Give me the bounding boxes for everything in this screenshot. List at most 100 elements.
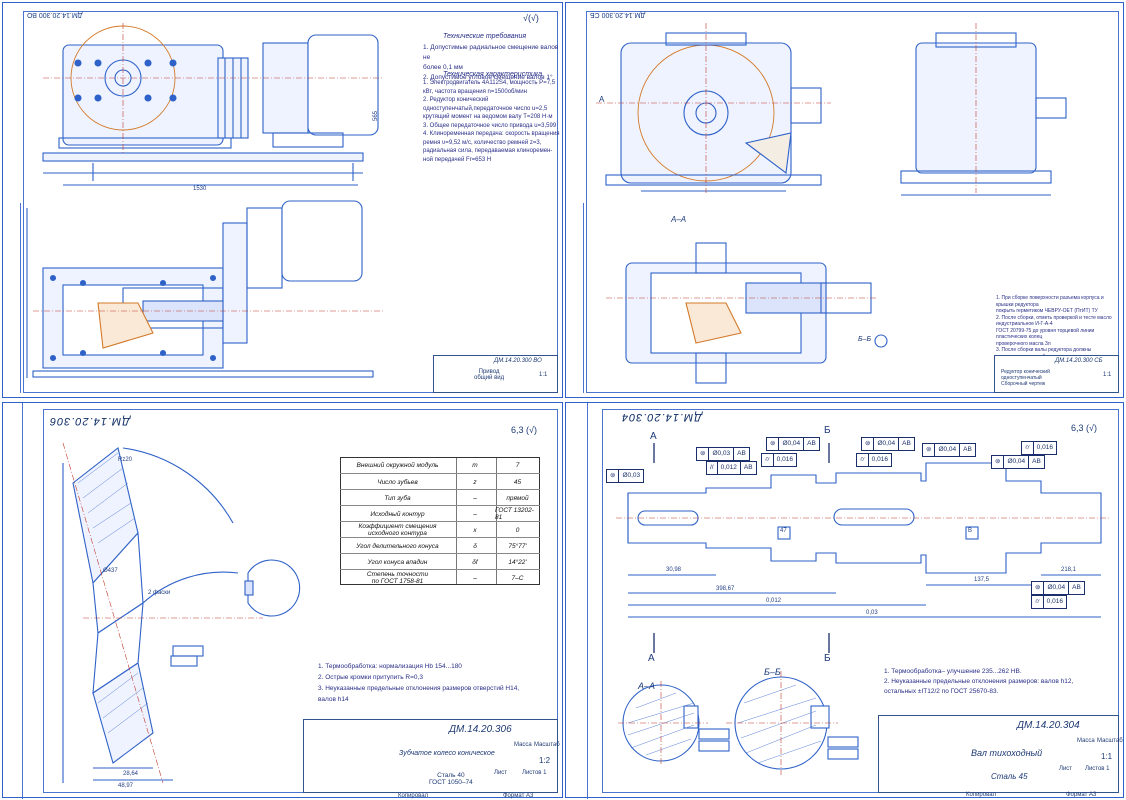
title-block-sheet: Лист xyxy=(494,770,508,776)
tolerance-cell: ⊚ xyxy=(995,458,1001,465)
tolerance-cell: ⌭ xyxy=(1035,598,1040,605)
tolerance-cell: // xyxy=(710,464,714,471)
tolerance-cell: АВ xyxy=(739,462,756,474)
param-name: Исходный контур xyxy=(370,510,425,518)
title-block: ДМ.14.20.306 Зубчатое колесо коническое … xyxy=(303,719,560,793)
tolerance-cell: Ø0,04 xyxy=(1003,456,1028,468)
sheet-top-right-assembly: ДМ.14.20.300 СБ xyxy=(565,2,1124,398)
title-block-material: Сталь 40 ГОСТ 1050–74 xyxy=(429,772,473,786)
cut-label-b-top: Б xyxy=(824,425,831,436)
copied-label: Копировал xyxy=(966,792,997,798)
tolerance-cell: АВ xyxy=(959,444,975,456)
inner-frame xyxy=(23,11,558,393)
tolerance-cell: ⌭ xyxy=(1025,444,1030,451)
param-symbol: – xyxy=(473,510,477,518)
dim-label: Rz20 xyxy=(118,457,133,463)
title-block: ДМ.14.20.300 ВО Привод общий вид 1:1 xyxy=(433,355,558,393)
param-name: Угол конуса впадин xyxy=(367,558,428,566)
title-block-code: ДМ.14.20.300 ВО xyxy=(494,358,542,364)
dim-label: 48,97 xyxy=(118,783,134,789)
shaft-profile xyxy=(627,462,1102,574)
title-block-scale: 1:1 xyxy=(1103,372,1112,378)
tech-requirements-title: Технические требования xyxy=(443,33,527,40)
title-block-sheets: Листов 1 xyxy=(522,770,547,776)
tolerance-cell: 0,016 xyxy=(1042,596,1066,608)
sheet-bottom-left-bevel-gear: ДМ.14.20.306 6,3 (√) xyxy=(2,402,563,799)
param-name: Число зубьев xyxy=(377,478,418,486)
sheet-top-left-general-view: ДМ.14.20.300 ВО √(√) xyxy=(2,2,563,398)
title-block-scale: 1:1 xyxy=(539,372,548,378)
param-symbol: δf xyxy=(472,558,478,566)
tolerance-cell: ⊚ xyxy=(770,440,776,447)
electric-motor xyxy=(262,42,309,134)
sidebar-stamps xyxy=(3,203,21,393)
tolerance-cell: ⊚ xyxy=(926,446,932,453)
title-block: ДМ.14.20.304 Вал тихоходный Сталь 45 Мас… xyxy=(878,715,1123,793)
title-block-scale-label: Масштаб xyxy=(1097,738,1123,744)
sidebar-stamps xyxy=(3,403,23,799)
param-value: ГОСТ 13202-81 xyxy=(495,507,534,521)
dim-label: 0,03 xyxy=(866,610,878,616)
title-block-mass-label: Масса xyxy=(1077,738,1095,744)
dim-label: 1530 xyxy=(193,186,207,192)
title-block-scale: 1:1 xyxy=(1101,752,1113,761)
param-name: Внешний окружной модуль xyxy=(356,461,439,469)
param-name: Коэффициент смещения исходного контура xyxy=(358,523,437,537)
tech-requirements-text: 1. Допустимые радиальное смещение валов … xyxy=(423,44,559,81)
tolerance-cell: АВ xyxy=(1028,456,1044,468)
tolerance-cell: АВ xyxy=(898,438,914,450)
param-symbol: δ xyxy=(473,542,477,550)
tolerance-cell: 0,016 xyxy=(867,454,891,466)
tolerance-cell: АВ xyxy=(1068,582,1084,594)
tolerance-cell: ⊚ xyxy=(865,440,871,447)
title-block-code: ДМ.14.20.304 xyxy=(1017,720,1080,731)
tech-spec-title: Техническая характеристика xyxy=(443,71,543,78)
tolerance-cell: АВ xyxy=(733,448,749,460)
tolerance-cell: 0,016 xyxy=(772,454,796,466)
dim-label: 28,64 xyxy=(123,771,139,777)
tolerance-cell: ⌭ xyxy=(860,456,865,463)
tolerance-frame: ⌭0,016 xyxy=(761,453,797,467)
param-value: 7 xyxy=(515,461,520,469)
format-label: Формат А3 xyxy=(503,793,534,799)
dim-label: 2 фаски xyxy=(148,590,171,596)
dim-label: 30,98 xyxy=(666,567,682,573)
sidebar-stamps xyxy=(566,203,584,393)
tolerance-cell: Ø0,03 xyxy=(708,448,733,460)
general-view-drawing xyxy=(26,23,383,378)
bevel-gear-drawing xyxy=(62,442,301,784)
title-block-name: Зубчатое колесо коническое xyxy=(399,750,495,757)
param-value: прямой xyxy=(506,494,529,502)
keyway-right xyxy=(833,508,915,526)
dim-label: 0,012 xyxy=(766,598,782,604)
param-value: 0 xyxy=(515,526,520,534)
param-value: 7–С xyxy=(511,574,524,582)
sheet-bottom-right-shaft: ДМ.14.20.304 6,3 (√) xyxy=(565,402,1124,799)
format-label: Формат А3 xyxy=(1066,792,1097,798)
shaft-drawing xyxy=(616,443,1111,775)
param-value: 75°77' xyxy=(508,542,527,550)
tolerance-frame: ⊚Ø0,03 xyxy=(606,469,645,483)
cut-label-b-bottom: Б xyxy=(824,653,831,664)
tolerance-cell: АВ xyxy=(803,438,819,450)
tolerance-frame: ⌭0,016 xyxy=(1031,595,1067,609)
inner-frame xyxy=(602,409,1119,793)
tolerance-cell: ⊚ xyxy=(700,450,706,457)
hub-detail-circle xyxy=(247,559,301,617)
tolerance-cell: 0,016 xyxy=(1032,442,1056,454)
sidebar-stamps xyxy=(566,403,588,799)
tech-spec-text: 1. Электродвигатель 4А112S4, мощность P=… xyxy=(423,80,560,163)
tolerance-cell: ⊚ xyxy=(610,472,616,479)
param-table-row: Степень точности по ГОСТ 1758-81–7–С xyxy=(340,569,540,586)
shaft-notes: 1. Термообработка– улучшение 235...262 Н… xyxy=(884,668,1074,695)
gear-notes: 1. Термообработка: нормализация Hb 154..… xyxy=(318,663,520,703)
